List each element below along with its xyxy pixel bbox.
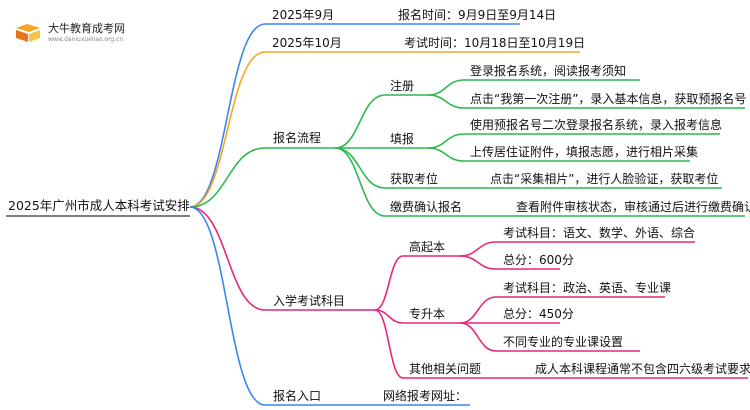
link-subjects [189,206,266,311]
link-sep [189,23,266,208]
node-other: 其他相关问题 [409,362,482,376]
node-subjects: 入学考试科目 [273,294,346,308]
node-zsb-1: 考试科目：政治、英语、专业课 [503,281,672,295]
node-gqb-2: 总分：600分 [503,253,574,267]
node-sep-detail: 报名时间：9月9日至9月14日 [398,8,557,22]
link-register [334,94,386,149]
link-register-1 [427,79,465,96]
node-zsb-3: 不同专业的专业课设置 [503,335,624,349]
link-fill-2 [427,147,465,162]
node-oct: 2025年10月 [272,36,342,50]
link-fill-1 [427,133,465,149]
site-logo: 大牛教育成考网 www.daniuxueliao.org.cn [10,14,160,50]
node-seat: 获取考位 [390,172,439,186]
node-other-1: 成人本科课程通常不包含四六级考试要求 [535,362,750,376]
link-oct [189,51,266,208]
node-fill: 填报 [390,132,415,146]
node-pay-1: 查看附件审核状态，审核通过后进行缴费确认 [516,200,750,214]
book-logo-icon [16,24,40,42]
node-sep: 2025年9月 [272,8,335,22]
root-topic: 2025年广州市成人本科考试安排 [8,198,190,213]
link-gqb-1 [459,241,497,257]
node-fill-2: 上传居住证附件，填报志愿，进行相片采集 [470,145,699,159]
logo-name: 大牛教育成考网 [48,22,125,35]
link-gqb [374,255,404,311]
node-pay: 缴费确认报名 [390,200,463,214]
link-zsb-1 [459,296,497,324]
link-other [374,309,404,379]
node-register-1: 登录报名系统，阅读报考须知 [470,64,627,78]
link-register-2 [427,94,465,109]
link-zsb-3 [459,322,497,352]
logo-url: www.daniuxueliao.org.cn [48,36,124,43]
node-gqb: 高起本 [409,240,446,254]
node-register-2: 点击“我第一次注册”，录入基本信息，获取预报名号 [470,92,747,106]
link-entry [189,206,266,406]
node-entry: 报名入口 [273,389,322,403]
node-fill-1: 使用预报名号二次登录报名系统，录入报考信息 [470,118,723,132]
link-pay [334,147,386,217]
link-process [189,147,266,208]
node-oct-detail: 考试时间：10月18日至10月19日 [404,36,586,50]
node-gqb-1: 考试科目：语文、数学、外语、综合 [503,226,696,240]
node-process: 报名流程 [273,131,322,145]
node-register: 注册 [390,79,415,93]
node-entry-1: 网络报考网址： [383,389,468,403]
link-gqb-2 [459,255,497,270]
node-seat-1: 点击“采集相片”，进行人脸验证，获取考位 [490,172,719,186]
node-zsb: 专升本 [409,307,446,321]
node-zsb-2: 总分：450分 [503,307,574,321]
